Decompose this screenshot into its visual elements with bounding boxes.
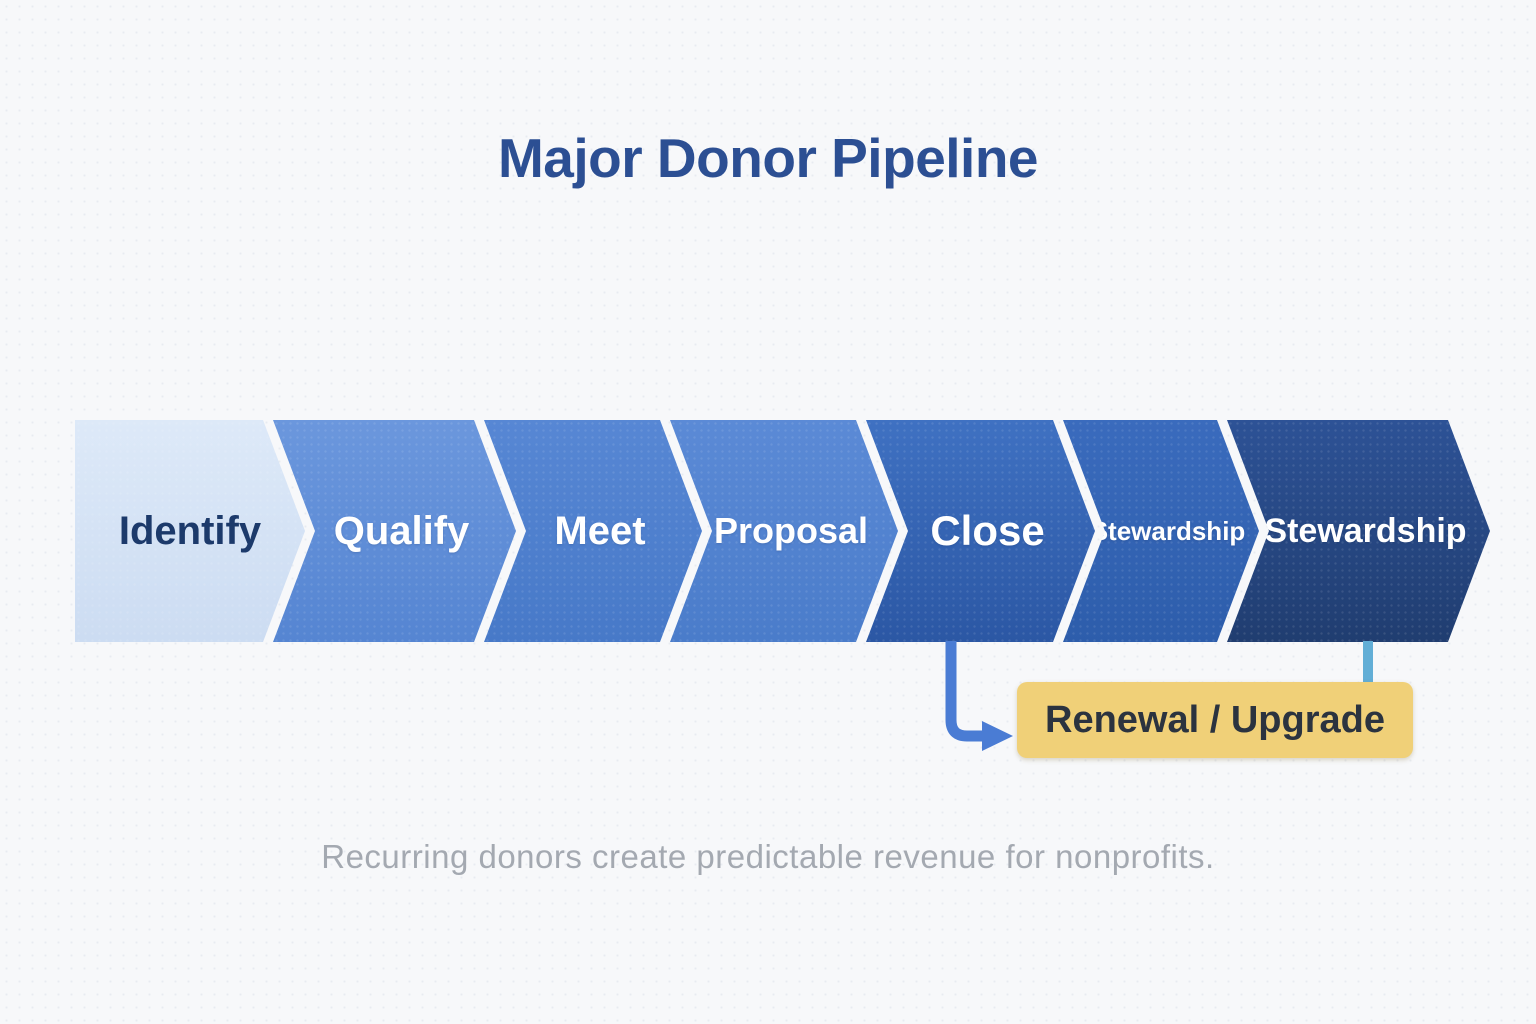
pipeline-stage-3-meet: Meet bbox=[484, 420, 702, 642]
pipeline-stage-6-stewardship: Stewardship bbox=[1063, 420, 1259, 642]
pipeline-stage-label: Stewardship bbox=[1090, 515, 1246, 546]
renewal-upgrade-label: Renewal / Upgrade bbox=[1045, 698, 1385, 741]
close-to-renewal-arrowhead-icon bbox=[982, 721, 1013, 751]
pipeline-stage-label: Qualify bbox=[333, 508, 470, 553]
pipeline-stage-label: Meet bbox=[554, 508, 646, 553]
close-to-renewal-arrow bbox=[945, 641, 984, 742]
pipeline-stage-1-identify: Identify bbox=[75, 420, 305, 642]
pipeline-stage-label: Close bbox=[930, 507, 1045, 554]
pipeline-stage-2-qualify: Qualify bbox=[273, 420, 516, 642]
pipeline-stage-label: Identify bbox=[118, 508, 262, 553]
pipeline-stage-label: Stewardship bbox=[1264, 511, 1467, 550]
pipeline-stage-label: Proposal bbox=[713, 510, 869, 551]
pipeline: Identify Qualify Meet Proposal Close Stewards… bbox=[0, 420, 1536, 642]
pipeline-stage-5-close: Close bbox=[866, 420, 1095, 642]
caption: Recurring donors create predictable reve… bbox=[321, 838, 1215, 875]
renewal-upgrade-box: Renewal / Upgrade bbox=[1017, 682, 1413, 758]
page-title: Major Donor Pipeline bbox=[497, 127, 1039, 189]
pipeline-stage-4-proposal: Proposal bbox=[670, 420, 898, 642]
pipeline-stage-7-stewardship: Stewardship bbox=[1227, 420, 1490, 642]
